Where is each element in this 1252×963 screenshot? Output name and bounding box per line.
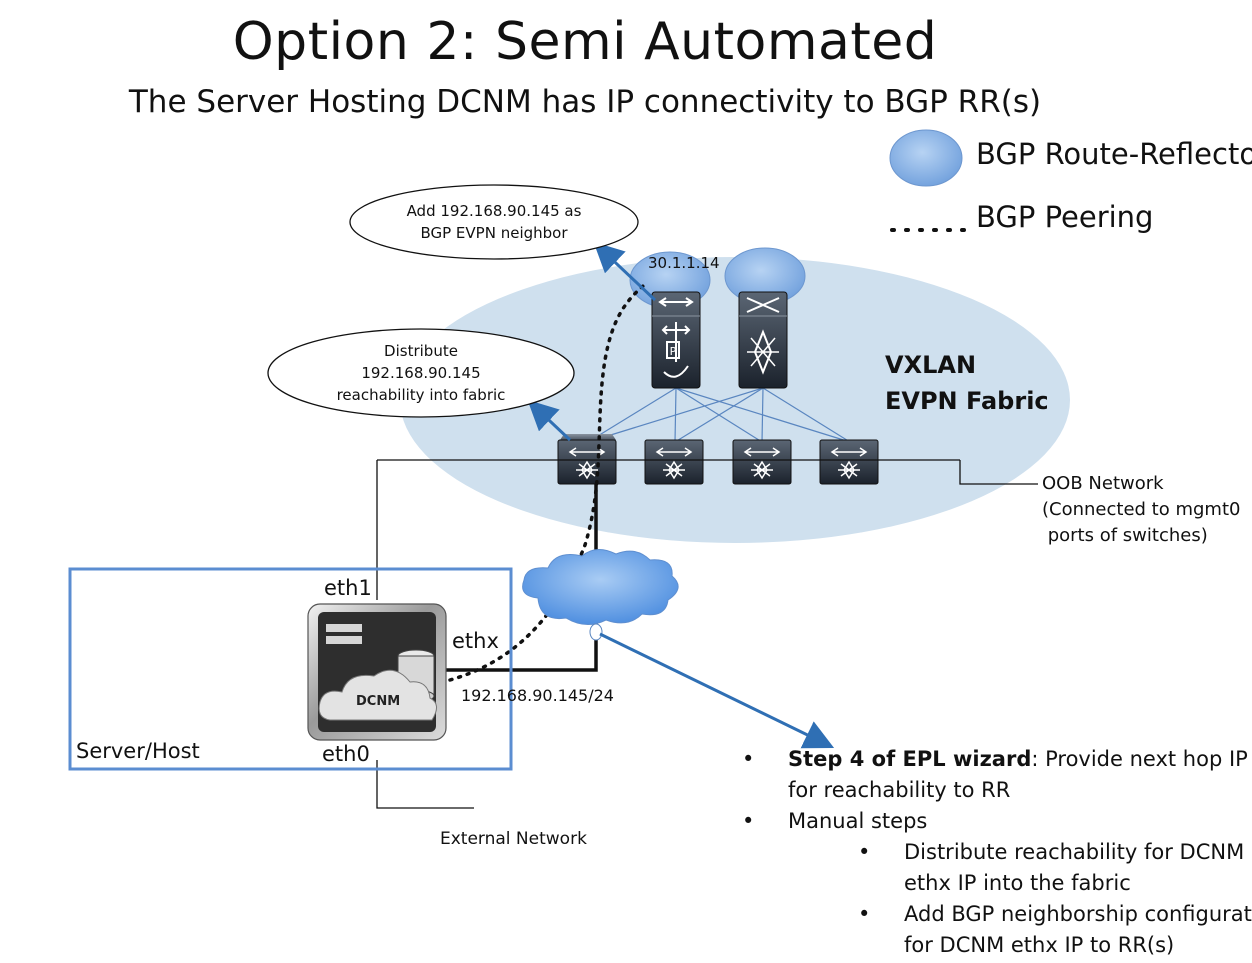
- ethx-ip-label: 192.168.90.145/24: [461, 686, 614, 705]
- oob-line: ports of switches): [1042, 525, 1208, 546]
- steps-list: Step 4 of EPL wizard: Provide next hop I…: [738, 744, 1252, 961]
- fabric-links: [587, 387, 851, 443]
- distribute-callout-line: 192.168.90.145: [361, 364, 481, 382]
- substep-text: Add BGP neighborship configuration: [904, 902, 1252, 926]
- ethx-label: ethx: [452, 629, 499, 653]
- cloud-icon: [522, 549, 679, 625]
- neighbor-callout: Add 192.168.90.145 as BGP EVPN neighbor: [360, 200, 628, 244]
- page-subtitle: The Server Hosting DCNM has IP connectiv…: [128, 84, 1042, 120]
- legend-peering-label: BGP Peering: [976, 200, 1154, 234]
- page-title: Option 2: Semi Automated: [232, 12, 938, 72]
- spine-switch-icon: [738, 291, 788, 389]
- leaf-switch-icon: [732, 439, 792, 485]
- legend-rr-label: BGP Route-Reflector: [976, 137, 1252, 171]
- oob-network-label: OOB Network (Connected to mgmt0 ports of…: [1042, 471, 1240, 549]
- cloud-connector: [589, 623, 603, 641]
- neighbor-callout-bubble: [349, 184, 639, 260]
- arrow-to-neighbor-callout: [593, 241, 657, 302]
- rr-ip-label: 30.1.1.14: [648, 254, 720, 272]
- fabric-label-line: VXLAN: [885, 351, 977, 379]
- substep-text: Distribute reachability for DCNM: [904, 840, 1245, 864]
- step4-item: Step 4 of EPL wizard: Provide next hop I…: [738, 744, 1252, 806]
- leaf-switch-icon: [557, 434, 617, 485]
- eth0-label: eth0: [322, 742, 370, 766]
- server-host-box: [68, 567, 513, 771]
- neighbor-callout-line: Add 192.168.90.145 as: [406, 202, 582, 220]
- oob-network-line: [376, 459, 1038, 600]
- manual-substep: Add BGP neighborship configuration for D…: [788, 899, 1252, 961]
- leaf-switch-icon: [819, 439, 879, 485]
- spine-switch-icon: P: [651, 291, 701, 389]
- oob-line: OOB Network: [1042, 473, 1164, 494]
- ethx-link: [446, 484, 598, 672]
- distribute-callout: Distribute 192.168.90.145 reachability i…: [270, 340, 572, 406]
- oob-line: (Connected to mgmt0: [1042, 499, 1241, 520]
- dcnm-server-icon: [307, 603, 447, 741]
- substep-text: for DCNM ethx IP to RR(s): [904, 933, 1175, 957]
- neighbor-callout-line: BGP EVPN neighbor: [420, 224, 568, 242]
- arrow-to-distribute-callout: [527, 399, 572, 442]
- legend-rr-icon: [889, 129, 963, 187]
- distribute-callout-line: reachability into fabric: [336, 386, 506, 404]
- arrow-to-step4: [599, 632, 835, 749]
- external-network-line: [376, 760, 474, 809]
- substep-text: ethx IP into the fabric: [904, 871, 1131, 895]
- step4-text: : Provide next hop IP: [1031, 747, 1248, 771]
- manual-steps-label: Manual steps: [788, 809, 928, 833]
- fabric-label-line: EVPN Fabric: [885, 387, 1049, 415]
- dcnm-label: DCNM: [356, 694, 401, 709]
- manual-steps-item: Manual steps Distribute reachability for…: [738, 806, 1252, 961]
- step4-continuation: for reachability to RR: [788, 778, 1011, 802]
- server-host-label: Server/Host: [76, 739, 200, 763]
- leaf-switch-icon: [644, 439, 704, 485]
- manual-substep: Distribute reachability for DCNM ethx IP…: [788, 837, 1252, 899]
- external-network-label: External Network: [440, 829, 587, 849]
- svg-text:P: P: [670, 345, 677, 358]
- eth1-label: eth1: [324, 576, 372, 600]
- distribute-callout-line: Distribute: [384, 342, 458, 360]
- distribute-callout-bubble: [267, 328, 575, 418]
- bgp-peering-line: [448, 280, 650, 682]
- step4-bold: Step 4 of EPL wizard: [788, 747, 1032, 771]
- fabric-label: VXLAN EVPN Fabric: [885, 347, 1049, 419]
